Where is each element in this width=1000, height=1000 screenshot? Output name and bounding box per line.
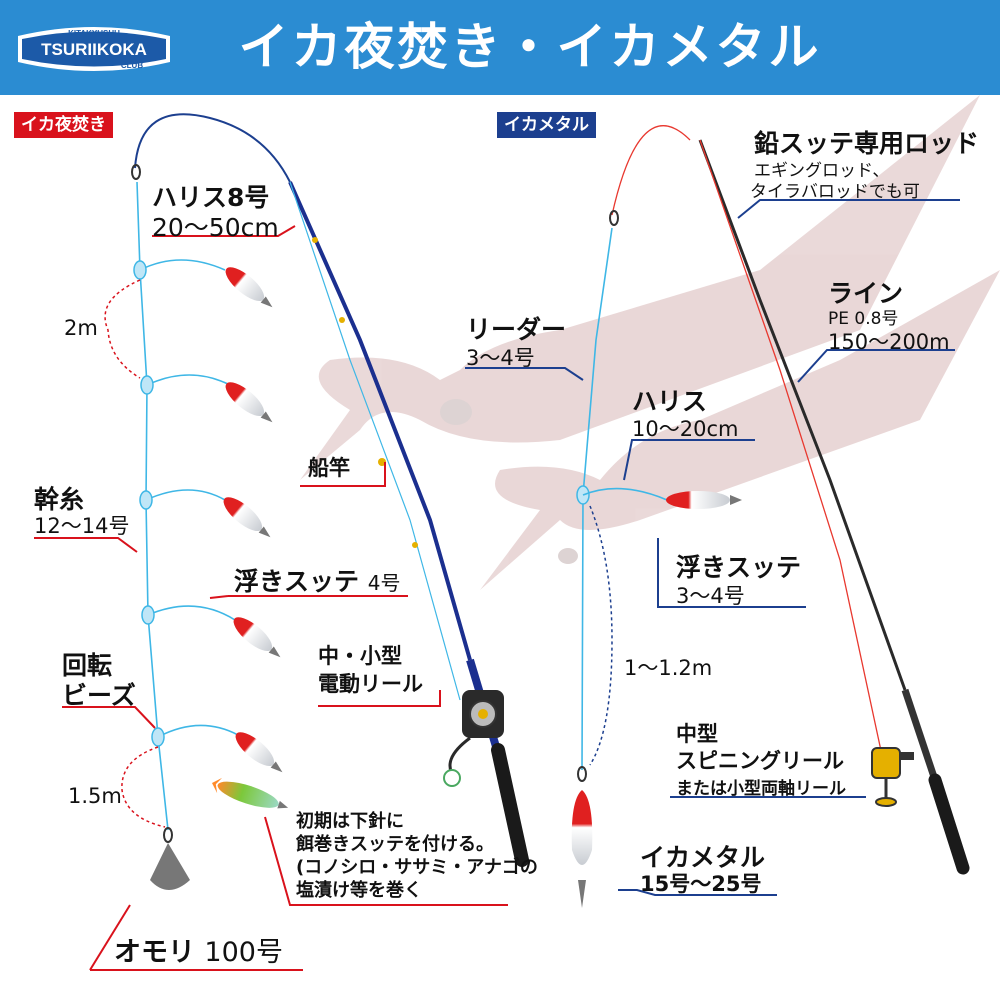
sinker [150, 827, 190, 890]
spinning-reel-label-1: 中型 [676, 722, 718, 746]
spacing-1-5m-label: 1.5m [68, 784, 122, 808]
harisu-8-label: ハリス8号 [152, 183, 270, 212]
spinning-reel-label-3: または小型両軸リール [676, 779, 846, 799]
page-title: イカ夜焚き・イカメタル [238, 18, 822, 76]
callout-lines-left [34, 225, 508, 971]
sinker-label: オモリ 100号 [114, 937, 283, 968]
branch-metal [582, 487, 668, 501]
float-sutte-metal-size: 3〜4号 [676, 584, 745, 608]
boat-rod [288, 181, 472, 661]
electric-reel [443, 690, 504, 787]
ika-metal-label: イカメタル [640, 843, 766, 872]
beads [133, 260, 165, 747]
leader-line [581, 227, 613, 771]
mikiito-size: 12〜14号 [34, 514, 130, 538]
float-sutte-metal-label: 浮きスッテ [676, 553, 802, 582]
logo-sub-text: CLUB [121, 61, 143, 70]
line-pe-size: PE 0.8号 [828, 309, 899, 329]
swivel-bead-label-1: 回転 [62, 651, 113, 680]
leader-size: 3〜4号 [466, 346, 535, 370]
mikiito-label: 幹糸 [34, 485, 85, 514]
line-length: 150〜200m [828, 330, 950, 354]
harisu-8-size: 20〜50cm [152, 213, 279, 242]
reel-label-1: 中・小型 [318, 644, 402, 668]
logo-top-text: KITAKYUSHU [68, 29, 120, 38]
boat-rod-label: 船竿 [308, 456, 350, 480]
top-swivel [131, 164, 141, 180]
branch-lines [139, 259, 239, 738]
badge-ika-metal: イカメタル [497, 112, 596, 138]
badge-ika-yotaki: イカ夜焚き [14, 112, 113, 138]
float-sutte-label: 浮きスッテ 4号 [234, 567, 401, 596]
ika-metal-size: 15号〜25号 [640, 872, 762, 896]
float-sutte-metal [666, 491, 742, 509]
spinning-rod [698, 139, 907, 691]
spacing-2m-label: 2m [64, 316, 98, 340]
top-swivel-metal [609, 210, 619, 226]
pe-line [611, 125, 884, 761]
leader-label: リーダー [466, 315, 567, 344]
reel-label-2: 電動リール [318, 672, 423, 696]
callout-lines-right [465, 199, 960, 896]
metal-rod-sub1: エギングロッド、 [754, 161, 890, 181]
spacing-metal-label: 1〜1.2m [624, 656, 713, 680]
harisu-metal-size: 10〜20cm [632, 417, 739, 441]
bait-note: 初期は下針に 餌巻きスッテを付ける。 (コノシロ・ササミ・アナゴの 塩漬け等を巻… [296, 811, 538, 901]
boat-rod-grip [491, 743, 529, 867]
harisu-metal-label: ハリス [632, 387, 708, 416]
main-line-top [134, 113, 291, 183]
spacing-2m-bracket [104, 279, 141, 379]
metal-rod-sub2: タイラバロッドでも可 [750, 182, 920, 202]
swivel-bead-label-2: ビーズ [62, 681, 136, 710]
ika-metal-lure [571, 766, 593, 908]
float-sutte-lures [223, 267, 283, 773]
spinning-reel-label-2: スピニングリール [676, 749, 844, 773]
metal-rod-label: 鉛スッテ専用ロッド [754, 129, 980, 158]
spacing-metal-bracket [589, 505, 613, 766]
rig-diagram [34, 95, 1000, 971]
bait-sutte-lure [212, 777, 289, 809]
line-label: ライン [828, 279, 904, 308]
spinning-rod-grip [928, 773, 970, 875]
logo-main-text: TSURIIKOKA [41, 40, 147, 59]
spacing-1-5m-bracket [121, 746, 166, 828]
club-logo: KITAKYUSHU TSURIIKOKA CLUB [18, 27, 170, 71]
spinning-reel [871, 747, 914, 807]
